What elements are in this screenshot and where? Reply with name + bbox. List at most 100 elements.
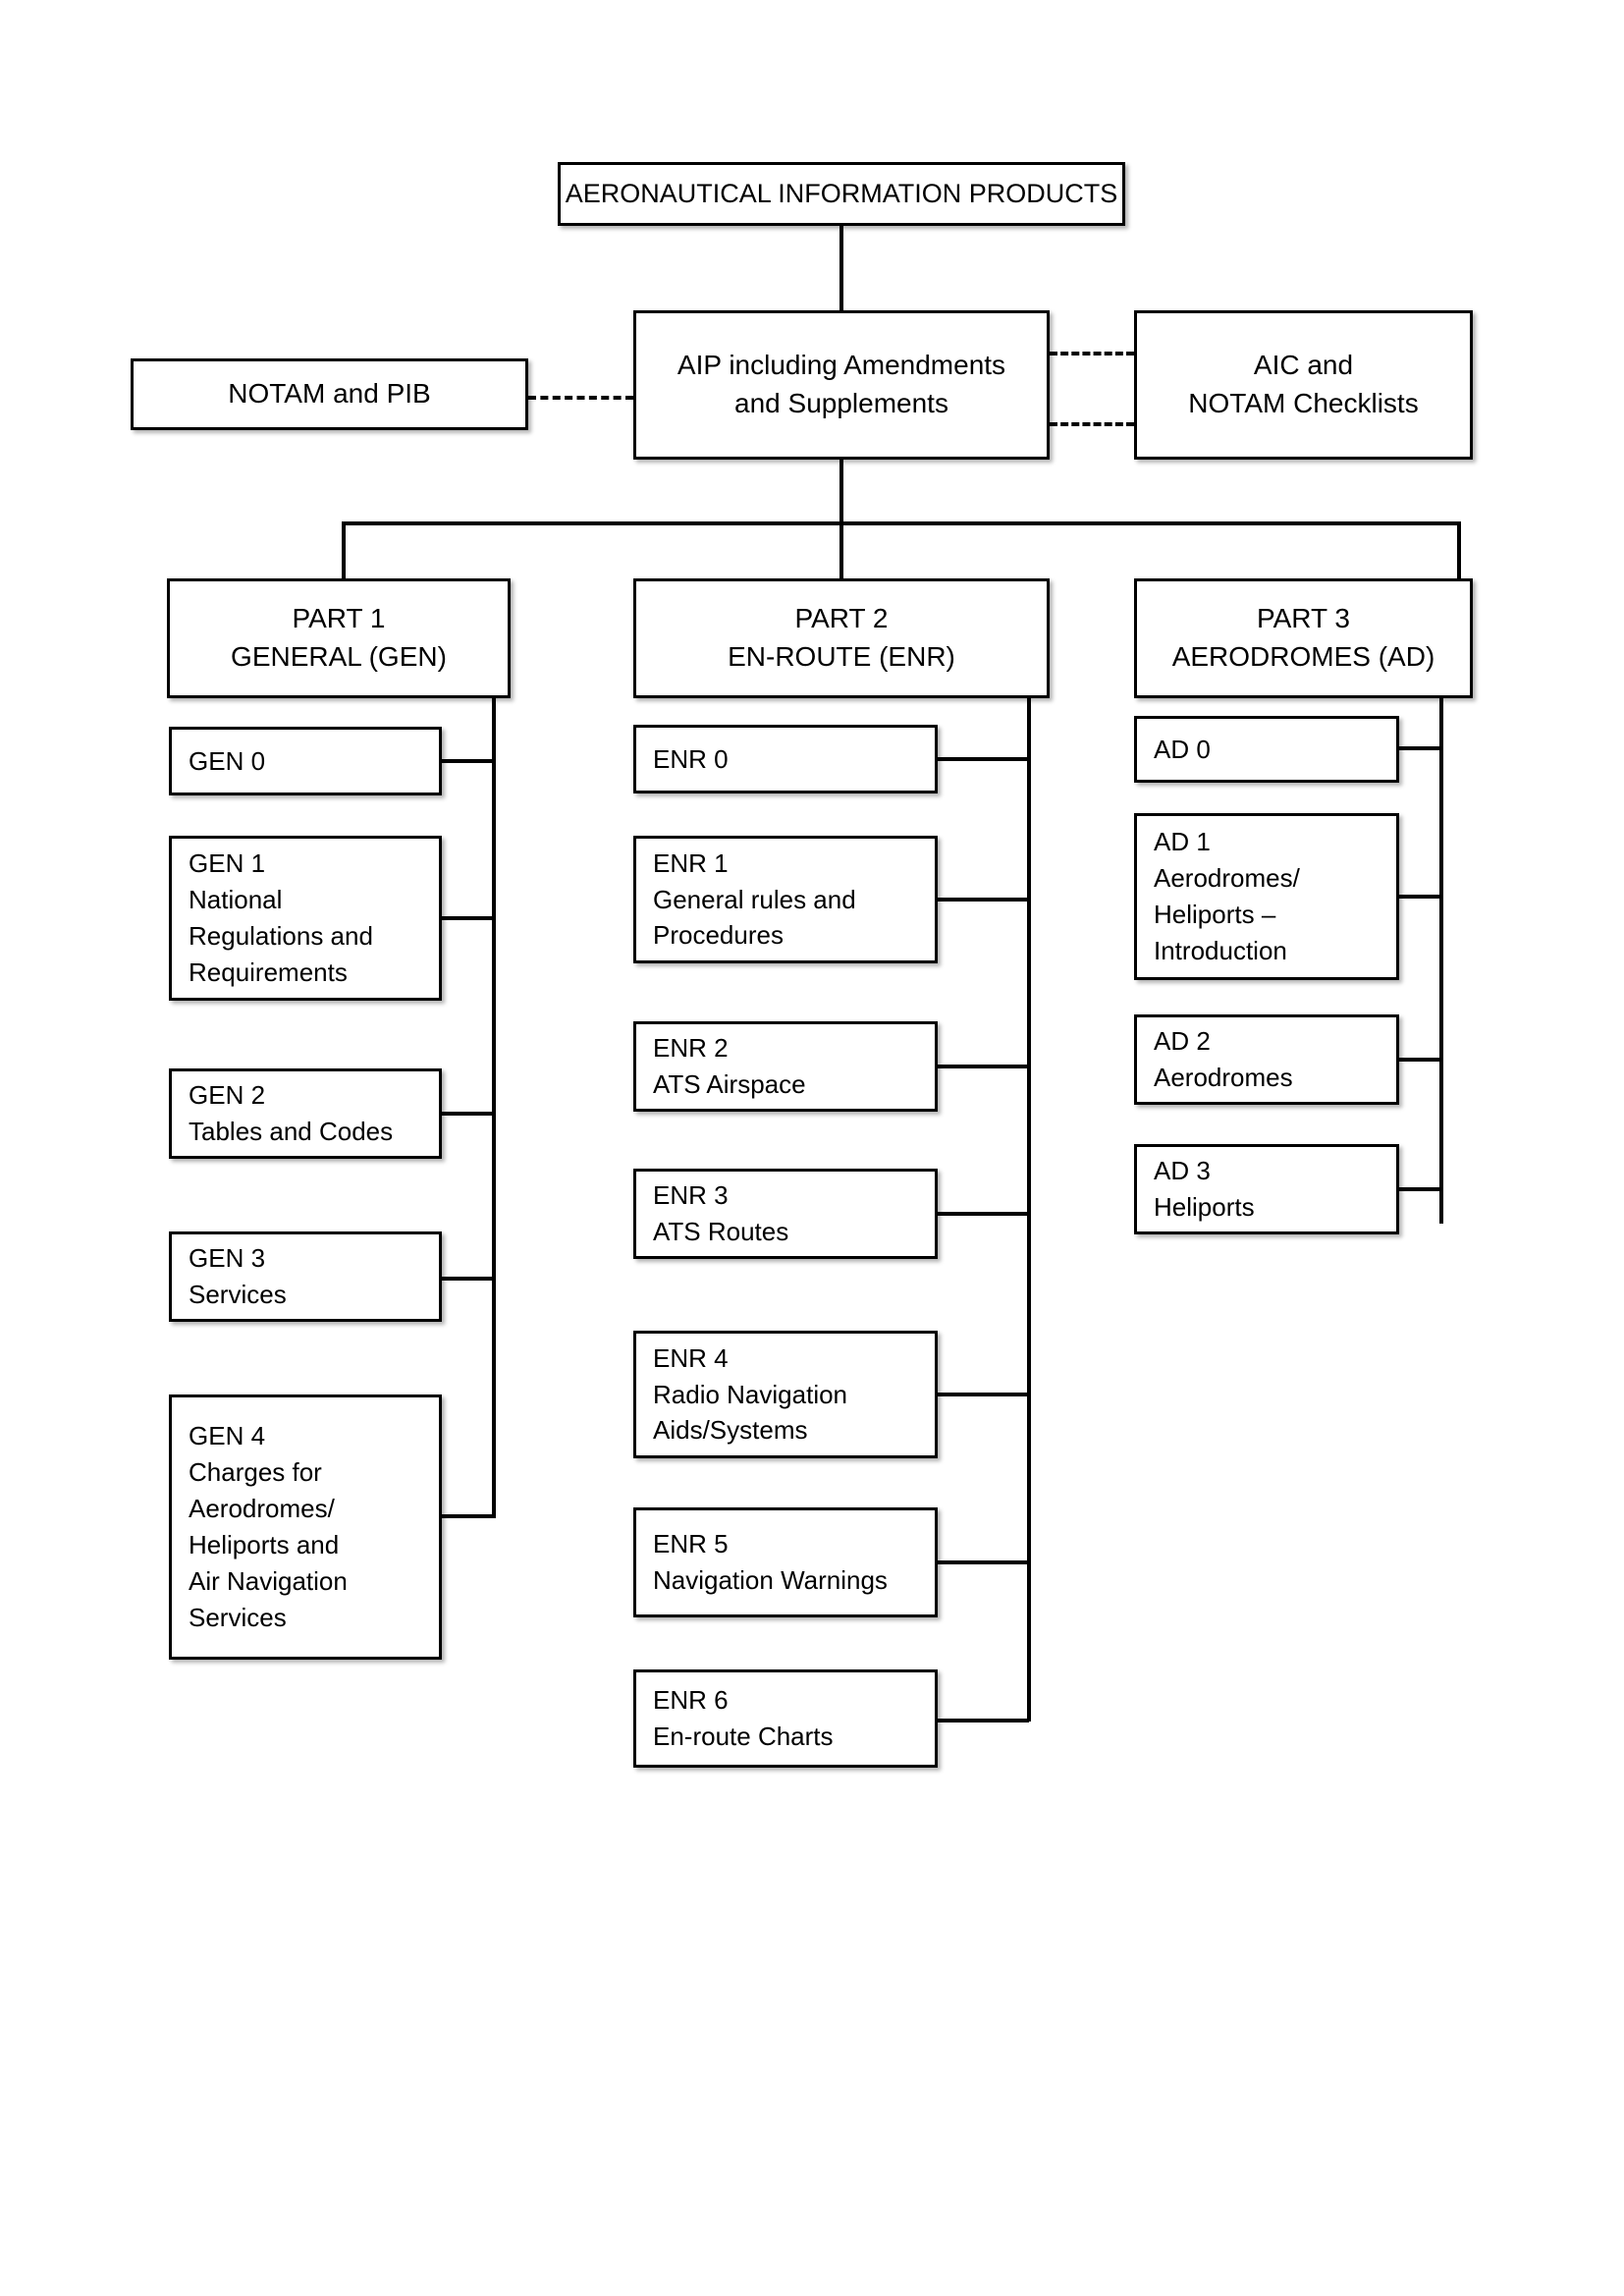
box-text-line1: Radio Navigation <box>653 1379 848 1409</box>
box-label-line2: EN-ROUTE (ENR) <box>728 641 955 672</box>
box-label-line2: NOTAM Checklists <box>1188 388 1419 418</box>
connector-bus-to-part3 <box>1457 521 1461 580</box>
box-text-line2: Heliports – <box>1154 900 1276 929</box>
box-label-line1: PART 1 <box>292 603 386 634</box>
box-label-line1: AIC and <box>1253 350 1354 381</box>
connector-ad-0-stub <box>1399 746 1443 750</box>
box-enr-6: ENR 6 En-route Charts <box>633 1669 938 1768</box>
box-text-line1: Navigation Warnings <box>653 1565 888 1595</box>
box-label: AERONAUTICAL INFORMATION PRODUCTS <box>565 178 1118 208</box>
box-code: AD 2 <box>1154 1026 1211 1057</box>
box-code: ENR 0 <box>653 743 729 774</box>
box-code: ENR 4 <box>653 1342 729 1373</box>
box-enr-5: ENR 5 Navigation Warnings <box>633 1507 938 1617</box>
box-label: NOTAM and PIB <box>228 378 431 410</box>
box-text-line1: En-route Charts <box>653 1722 834 1751</box>
box-text-line4: Air Navigation <box>189 1565 348 1596</box>
box-aeronautical-information-products: AERONAUTICAL INFORMATION PRODUCTS <box>558 162 1125 226</box>
connector-gen-trunk <box>492 695 496 1518</box>
box-ad-2: AD 2 Aerodromes <box>1134 1014 1399 1105</box>
box-code: AD 1 <box>1154 827 1211 857</box>
box-text-line1: National <box>189 885 283 915</box>
box-code: AD 3 <box>1154 1156 1211 1186</box>
connector-gen-1-stub <box>442 916 494 920</box>
connector-gen-4-stub <box>442 1514 494 1518</box>
box-gen-2: GEN 2 Tables and Codes <box>169 1068 442 1159</box>
box-text-line3: Requirements <box>189 957 348 987</box>
connector-enr-4-stub <box>938 1393 1029 1396</box>
connector-gen-2-stub <box>442 1112 494 1116</box>
box-text-line1: ATS Airspace <box>653 1069 806 1099</box>
box-label-line2: and Supplements <box>734 388 948 418</box>
box-code: GEN 2 <box>189 1080 266 1111</box>
connector-ad-3-stub <box>1399 1187 1443 1191</box>
connector-enr-5-stub <box>938 1560 1029 1564</box>
box-code: GEN 3 <box>189 1243 266 1274</box>
box-text-line1: Aerodromes <box>1154 1063 1293 1092</box>
box-text-line1: Charges for <box>189 1457 322 1488</box>
box-text-line3: Introduction <box>1154 935 1287 965</box>
connector-enr-2-stub <box>938 1065 1029 1068</box>
box-text-line2: Regulations and <box>189 921 373 951</box>
connector-dashed-notam-to-aip <box>528 396 633 400</box>
box-text-line3: Heliports and <box>189 1530 340 1559</box>
box-text-line1: Tables and Codes <box>189 1117 394 1146</box>
box-code: ENR 6 <box>653 1685 729 1716</box>
connector-bus-to-part1 <box>342 521 346 580</box>
box-label-line2: GENERAL (GEN) <box>231 641 447 672</box>
box-label-line2: AERODROMES (AD) <box>1171 641 1435 672</box>
connector-enr-1-stub <box>938 898 1029 902</box>
box-code: ENR 2 <box>653 1033 729 1064</box>
box-enr-0: ENR 0 <box>633 725 938 793</box>
box-enr-4: ENR 4 Radio Navigation Aids/Systems <box>633 1331 938 1458</box>
connector-ad-2-stub <box>1399 1058 1443 1062</box>
box-enr-1: ENR 1 General rules and Procedures <box>633 836 938 963</box>
box-code: GEN 1 <box>189 848 266 879</box>
box-notam-and-pib: NOTAM and PIB <box>131 358 528 430</box>
box-part3-aerodromes: PART 3 AERODROMES (AD) <box>1134 578 1473 698</box>
box-text-line1: Heliports <box>1154 1192 1255 1222</box>
connector-root-to-aip <box>839 226 843 310</box>
box-label-line1: PART 2 <box>794 603 889 634</box>
box-enr-3: ENR 3 ATS Routes <box>633 1169 938 1259</box>
connector-gen-0-stub <box>442 759 494 763</box>
box-part1-general: PART 1 GENERAL (GEN) <box>167 578 511 698</box>
box-text-line1: ATS Routes <box>653 1217 789 1246</box>
box-ad-1: AD 1 Aerodromes/ Heliports – Introductio… <box>1134 813 1399 980</box>
connector-bus-to-part2 <box>839 521 843 580</box>
box-code: AD 0 <box>1154 734 1211 764</box>
box-gen-0: GEN 0 <box>169 727 442 795</box>
box-text-line1: Aerodromes/ <box>1154 863 1300 894</box>
box-aic-and-notam-checklists: AIC and NOTAM Checklists <box>1134 310 1473 460</box>
connector-ad-1-stub <box>1399 895 1443 899</box>
box-code: ENR 3 <box>653 1180 729 1211</box>
connector-dashed-aip-to-aic-lower <box>1050 422 1134 426</box>
connector-gen-3-stub <box>442 1277 494 1281</box>
box-label-line1: AIP including Amendments <box>677 350 1006 381</box>
box-ad-3: AD 3 Heliports <box>1134 1144 1399 1234</box>
connector-enr-6-stub <box>938 1719 1029 1722</box>
connector-dashed-aip-to-aic-upper <box>1050 352 1134 355</box>
connector-enr-trunk <box>1027 695 1031 1722</box>
connector-aip-down <box>839 460 843 523</box>
box-code: ENR 1 <box>653 847 729 878</box>
connector-ad-trunk <box>1439 695 1443 1224</box>
box-text-line2: Procedures <box>653 920 784 951</box>
box-text-line1: Services <box>189 1280 287 1309</box>
box-aip-including-amendments: AIP including Amendments and Supplements <box>633 310 1050 460</box>
box-gen-3: GEN 3 Services <box>169 1231 442 1322</box>
connector-enr-0-stub <box>938 757 1029 761</box>
box-text-line1: General rules and <box>653 884 856 914</box>
box-code: ENR 5 <box>653 1529 729 1559</box>
box-enr-2: ENR 2 ATS Airspace <box>633 1021 938 1112</box>
connector-enr-3-stub <box>938 1212 1029 1216</box>
box-code: GEN 0 <box>189 745 266 776</box>
box-text-line2: Aids/Systems <box>653 1415 808 1446</box>
box-code: GEN 4 <box>189 1421 266 1451</box>
box-gen-1: GEN 1 National Regulations and Requireme… <box>169 836 442 1001</box>
connector-parts-bus <box>344 521 1461 525</box>
box-part2-en-route: PART 2 EN-ROUTE (ENR) <box>633 578 1050 698</box>
box-gen-4: GEN 4 Charges for Aerodromes/ Heliports … <box>169 1394 442 1660</box>
box-label-line1: PART 3 <box>1257 603 1350 634</box>
